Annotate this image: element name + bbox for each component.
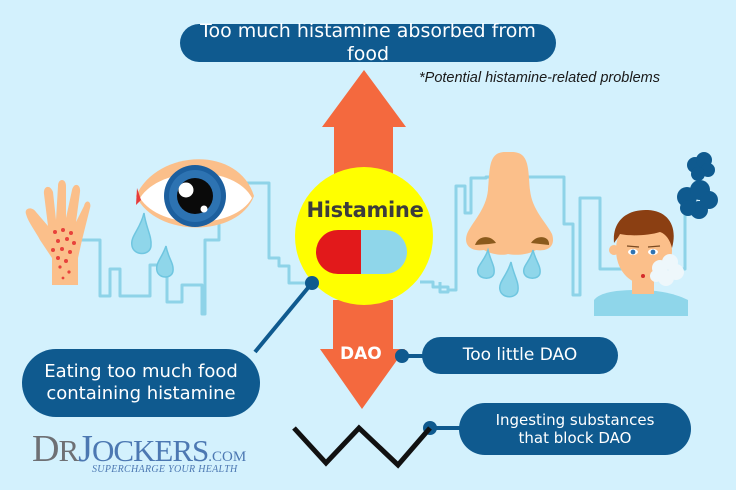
too-little-dao-text: Too little DAO [462, 345, 578, 366]
block-dao-line2: that block DAO [518, 429, 632, 447]
histamine-label: Histamine [306, 198, 424, 222]
up-arrow [322, 70, 406, 180]
capsule-icon [316, 230, 407, 274]
person-exhaling-icon [594, 152, 718, 316]
title-box: Too much histamine absorbed from food [180, 20, 556, 65]
hand-rash-icon [25, 180, 91, 285]
down-arrow [320, 300, 405, 409]
eye-tears-icon [131, 159, 254, 278]
drjockers-logo: DRJOCKERS.COM SUPERCHARGE YOUR HEALTH [32, 430, 246, 475]
potential-problems-note: *Potential histamine-related problems [419, 70, 660, 86]
logo-tagline: SUPERCHARGE YOUR HEALTH [92, 464, 238, 475]
block-dao-box: Ingesting substances that block DAO [459, 403, 691, 455]
skyline-line [80, 175, 687, 316]
too-little-dao-box: Too little DAO [422, 337, 618, 374]
eating-food-box: Eating too much food containing histamin… [22, 349, 260, 417]
eating-food-line1: Eating too much food [44, 361, 238, 383]
logo-wordmark: DRJOCKERS.COM [32, 428, 247, 470]
nose-drip-icon [466, 152, 554, 298]
eating-food-line2: containing histamine [46, 383, 236, 404]
zigzag-line [292, 424, 432, 469]
title-text: Too much histamine absorbed from food [200, 20, 536, 65]
dao-label: DAO [340, 344, 382, 364]
block-dao-line1: Ingesting substances [495, 411, 655, 429]
